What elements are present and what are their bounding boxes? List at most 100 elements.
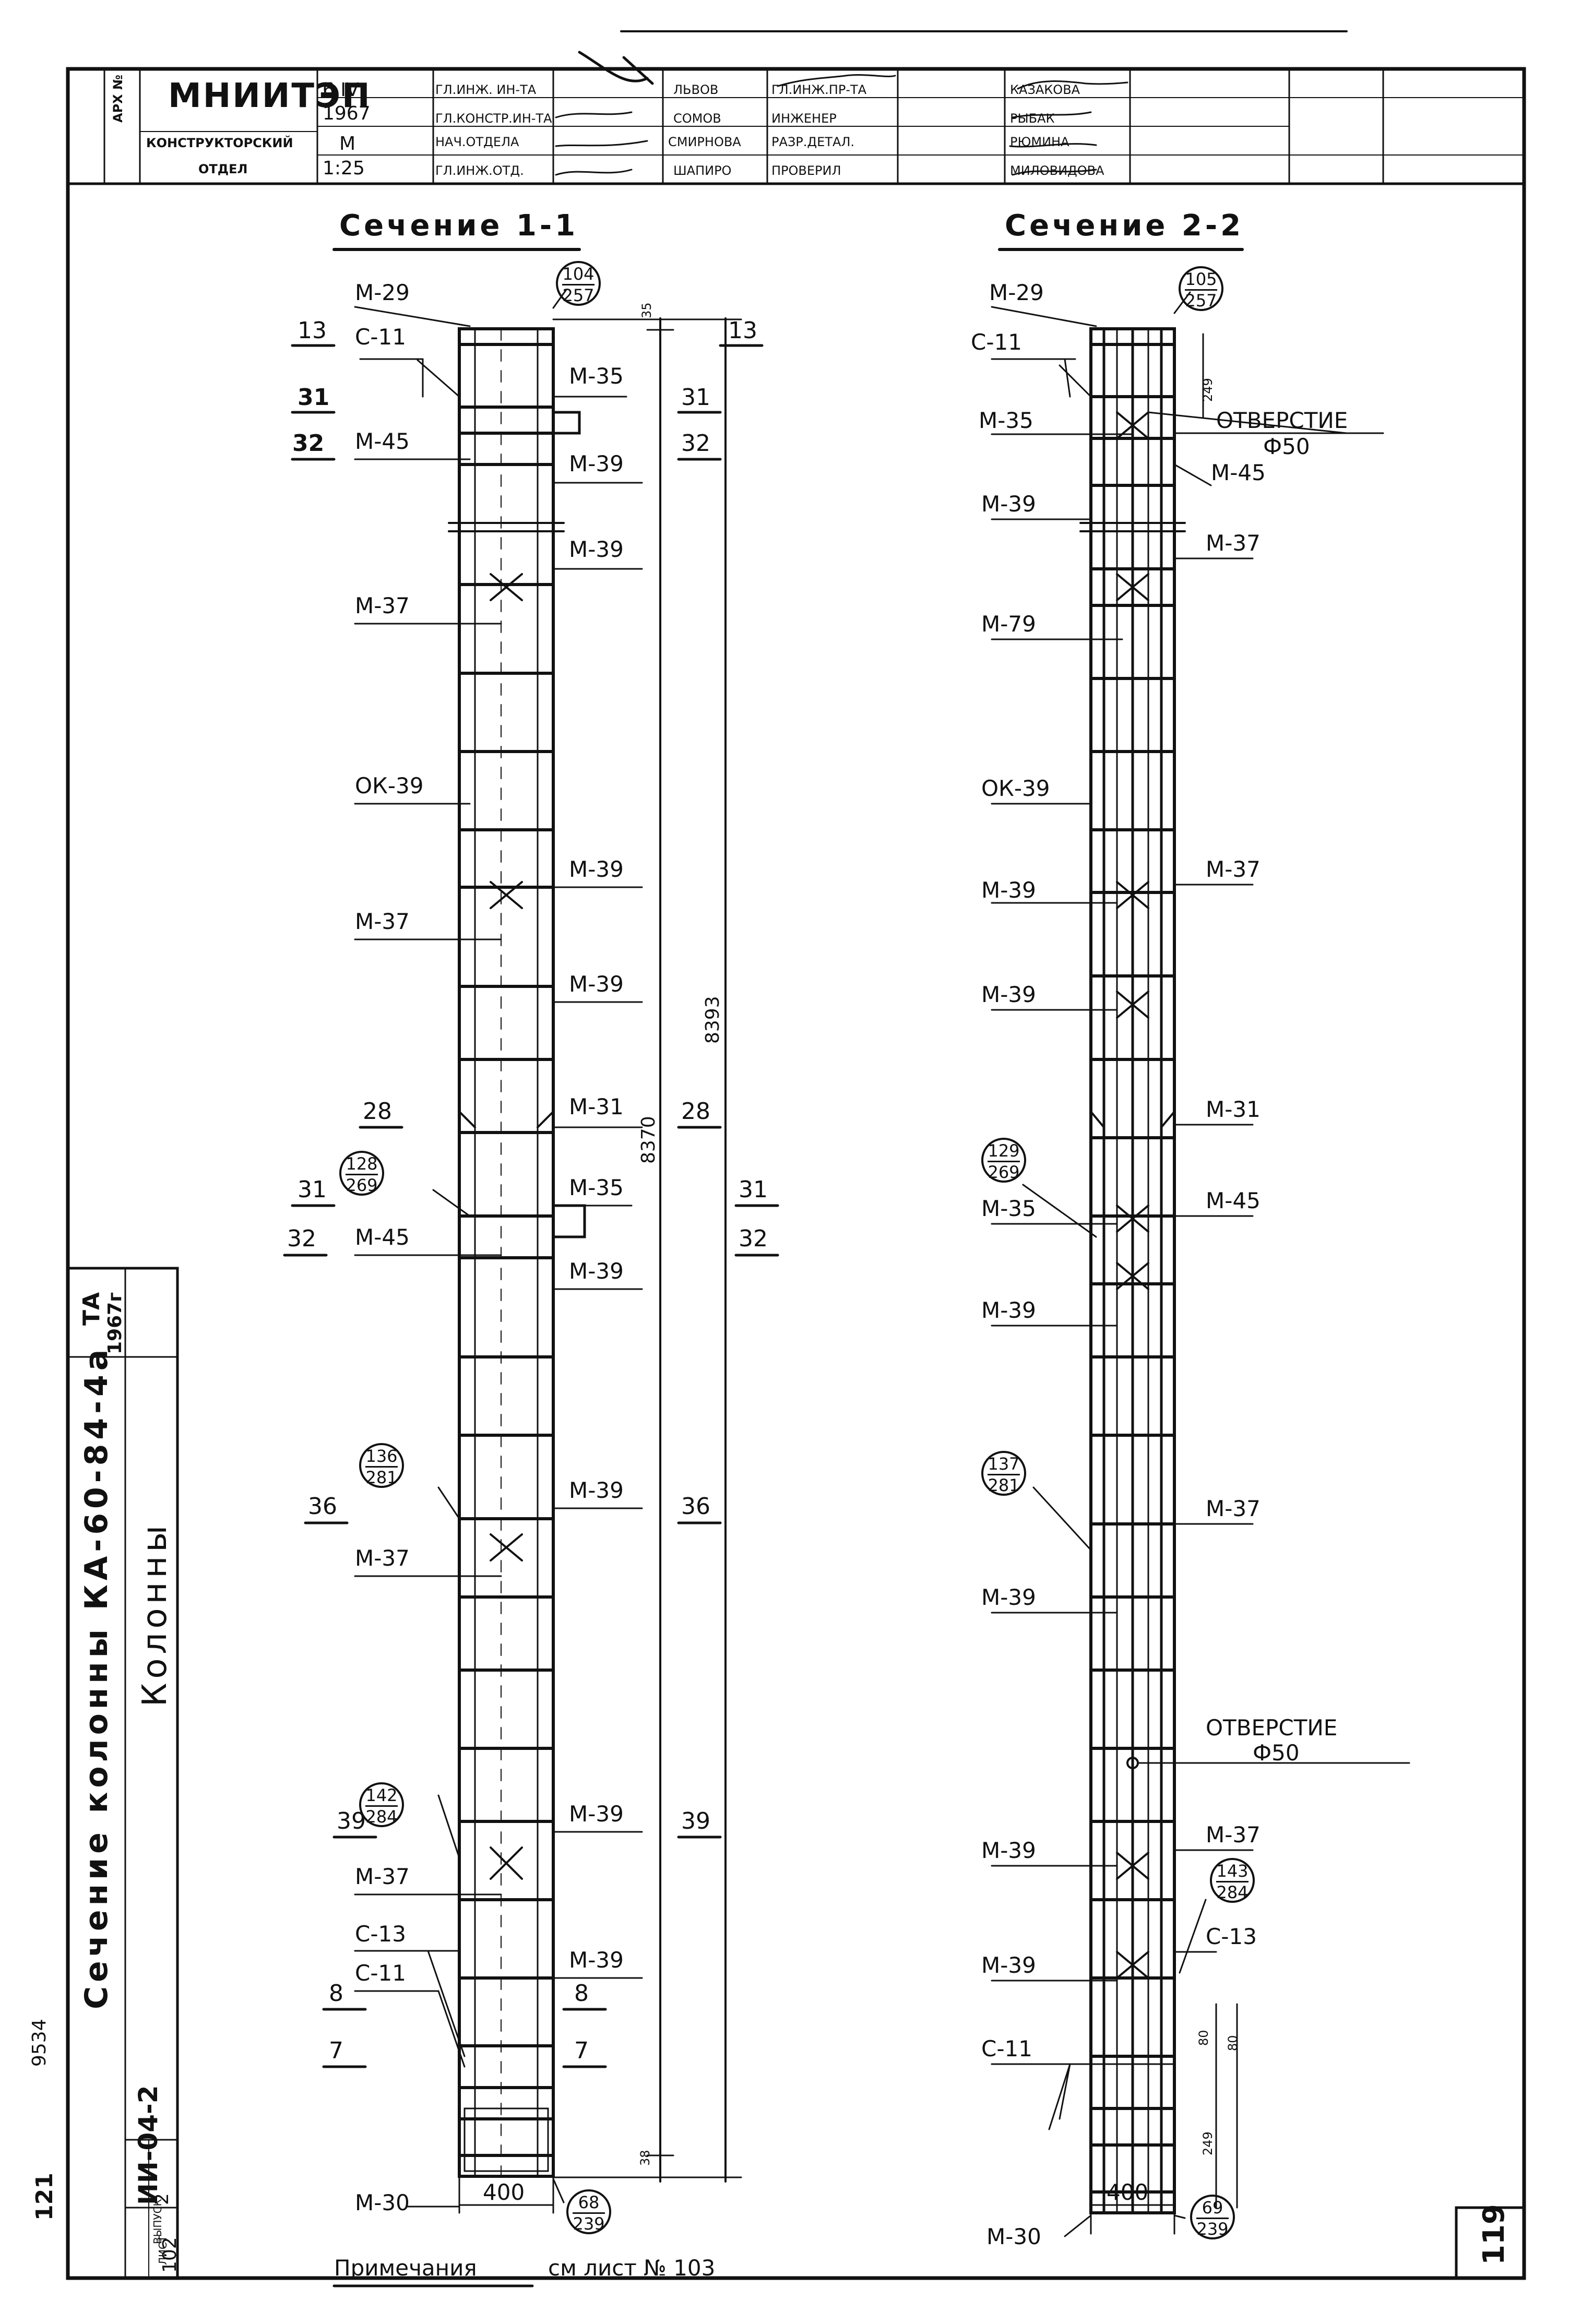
hole-label-bottom: ОТВЕРСТИЕ xyxy=(1206,1715,1338,1741)
label2-m35: М-35 xyxy=(979,408,1033,433)
mark-31b-left: 31 xyxy=(298,1176,327,1203)
position-circle-142: 142 284 xyxy=(359,1782,404,1827)
circle-top: 104 xyxy=(562,264,595,285)
label2-m37-c: М-37 xyxy=(1206,1496,1261,1521)
label2-m39-d: М-39 xyxy=(981,1297,1036,1323)
label-m37-d: М-37 xyxy=(355,1864,410,1889)
mark-13-left: 13 xyxy=(298,317,327,344)
label-c13: С-13 xyxy=(355,1921,406,1947)
label-m45-b: М-45 xyxy=(355,1224,410,1250)
dim2-80a: 80 xyxy=(1196,2030,1211,2046)
hole-label-top: ОТВЕРСТИЕ xyxy=(1216,408,1348,433)
position-circle-136: 136 281 xyxy=(359,1443,404,1488)
label2-m37-b: М-37 xyxy=(1206,856,1261,882)
label2-m39-g: М-39 xyxy=(981,1952,1036,1978)
label-m39-d: М-39 xyxy=(569,971,624,997)
mark-32-left: 32 xyxy=(292,430,325,457)
position-circle-104: 104 257 xyxy=(556,261,601,306)
mark-28-left: 28 xyxy=(363,1098,392,1125)
label2-m39-a: М-39 xyxy=(981,491,1036,517)
name-right-3: РЮМИНА xyxy=(1010,135,1069,149)
column-2-2 xyxy=(1079,327,1186,2214)
side-title-block xyxy=(66,1267,179,2280)
label2-c13: С-13 xyxy=(1206,1924,1257,1949)
label-m30: М-30 xyxy=(355,2190,410,2215)
label-m35: М-35 xyxy=(569,363,624,389)
label2-m30: М-30 xyxy=(986,2224,1041,2249)
label2-m29: М-29 xyxy=(989,280,1044,305)
position-circle-69: 69 239 xyxy=(1190,2195,1235,2239)
label2-m37-d: М-37 xyxy=(1206,1822,1261,1848)
position-circle-105: 105 257 xyxy=(1179,266,1223,311)
label-m39-g: М-39 xyxy=(569,1801,624,1827)
circle-bottom: 269 xyxy=(346,1175,378,1195)
mark-31-left: 31 xyxy=(298,384,330,411)
side-code: 9534 xyxy=(29,2019,50,2067)
label-m45: М-45 xyxy=(355,428,410,454)
circle-top: 128 xyxy=(346,1154,378,1175)
label2-m45-b: М-45 xyxy=(1206,1188,1261,1213)
position-circle-68: 68 239 xyxy=(566,2189,611,2234)
mark-36-left: 36 xyxy=(308,1493,337,1520)
side-issue: 2 xyxy=(151,2193,173,2205)
label2-c11: С-11 xyxy=(971,329,1022,355)
label-m39-a: М-39 xyxy=(569,451,624,476)
hole-dia-top: Ф50 xyxy=(1263,434,1310,459)
label2-m31: М-31 xyxy=(1206,1097,1261,1122)
label2-m45: М-45 xyxy=(1211,460,1266,485)
mark-39-right: 39 xyxy=(681,1808,710,1834)
circle-bottom: 281 xyxy=(988,1475,1020,1495)
name-left-2: СОМОВ xyxy=(673,111,721,126)
side-caption: Сечение колонны КА-60-84-4а xyxy=(78,1345,115,2009)
circle-bottom: 284 xyxy=(1216,1882,1249,1902)
label-m39-h: М-39 xyxy=(569,1947,624,1973)
section-2-title: Сечение 2-2 xyxy=(1005,209,1244,243)
department-line2: ОТДЕЛ xyxy=(198,162,248,176)
label-m39-c: М-39 xyxy=(569,856,624,882)
label-c11-b: С-11 xyxy=(355,1960,406,1986)
mark-28-right: 28 xyxy=(681,1098,710,1125)
label2-m39-e: М-39 xyxy=(981,1584,1036,1610)
scale-value: 1:25 xyxy=(323,158,365,179)
label-m29: М-29 xyxy=(355,280,410,305)
label-ok39: ОК-39 xyxy=(355,773,424,798)
side-subject: Колонны xyxy=(136,1521,174,1707)
mark-36-right: 36 xyxy=(681,1493,710,1520)
circle-bottom: 284 xyxy=(365,1807,398,1827)
circle-top: 129 xyxy=(988,1141,1020,1162)
label-c11: С-11 xyxy=(355,324,406,350)
side-ta: ТА xyxy=(78,1292,105,1326)
circle-bottom: 281 xyxy=(365,1468,398,1487)
circle-top: 136 xyxy=(365,1446,398,1468)
circle-bottom: 239 xyxy=(1196,2219,1229,2239)
position-circle-128: 128 269 xyxy=(339,1151,384,1196)
side-sheet: 102 xyxy=(159,2237,181,2273)
label-m39-b: М-39 xyxy=(569,537,624,562)
role-right-3: РАЗР.ДЕТАЛ. xyxy=(771,135,855,149)
page-number-box xyxy=(1455,2206,1526,2280)
name-left-4: ШАПИРО xyxy=(673,163,732,178)
label-m37-c: М-37 xyxy=(355,1545,410,1571)
mark-8-right: 8 xyxy=(574,1980,589,2007)
scale-label: М xyxy=(339,133,356,154)
label2-c11-b: С-11 xyxy=(981,2036,1032,2061)
dim-top-35: 35 xyxy=(639,302,654,318)
dim2-80b: 80 xyxy=(1226,2035,1240,2051)
circle-bottom: 257 xyxy=(562,285,595,305)
label2-m39-f: М-39 xyxy=(981,1838,1036,1863)
dim-8393: 8393 xyxy=(702,996,723,1044)
role-right-2: ИНЖЕНЕР xyxy=(771,111,837,126)
mark-8-left: 8 xyxy=(329,1980,343,2007)
label-m39-f: М-39 xyxy=(569,1477,624,1503)
dim-bottom-38: 38 xyxy=(638,2150,652,2166)
column-1-1 xyxy=(448,327,586,2178)
label2-m39-c: М-39 xyxy=(981,982,1036,1007)
label-m35-b: М-35 xyxy=(569,1175,624,1200)
circle-bottom: 269 xyxy=(988,1162,1020,1182)
position-circle-137: 137 281 xyxy=(981,1451,1026,1496)
mark-31b-right: 31 xyxy=(739,1176,768,1203)
label-m31: М-31 xyxy=(569,1094,624,1119)
role-4: ГЛ.ИНЖ.ОТД. xyxy=(435,163,524,178)
